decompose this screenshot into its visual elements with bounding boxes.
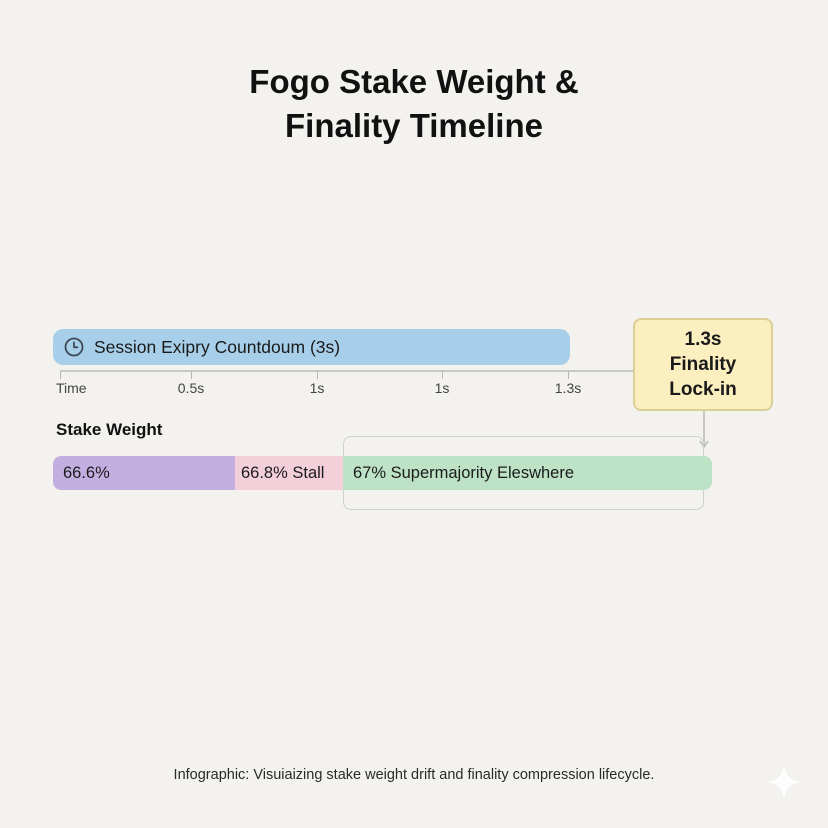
finality-lock-in-callout: 1.3s Finality Lock-in [633, 318, 773, 411]
timeline-tick [568, 371, 569, 379]
stake-segment-supermajority: 67% Supermajority Eleswhere [343, 456, 712, 490]
page-title: Fogo Stake Weight & Finality Timeline [0, 60, 828, 148]
lock-in-word: Lock-in [669, 379, 737, 400]
tick-label: 1s [434, 380, 450, 396]
timeline-tick [191, 371, 192, 379]
finality-word: Finality [669, 354, 737, 375]
timeline-tick [60, 371, 61, 379]
sparkle-icon [766, 764, 802, 800]
tick-label: 0.5s [177, 380, 205, 396]
clock-icon [64, 337, 84, 357]
tick-label-time: Time [56, 380, 87, 396]
session-expiry-bar: Session Exipry Countdoum (3s) [53, 329, 570, 365]
session-expiry-label: Session Exipry Countdoum (3s) [94, 336, 341, 357]
stake-weight-label: Stake Weight [56, 420, 163, 439]
stake-weight-bar: 66.6% 66.8% Stall 67% Supermajority Eles… [53, 456, 712, 490]
finality-time: 1.3s [684, 329, 722, 350]
tick-label: 1s [309, 380, 325, 396]
timeline-tick [442, 371, 443, 379]
tick-label: 1.3s [554, 380, 582, 396]
timeline-tick [317, 371, 318, 379]
stake-segment-stall: 66.8% Stall [235, 456, 343, 490]
caption: Infographic: Visuiaizing stake weight dr… [173, 767, 655, 783]
timeline-axis [60, 370, 690, 372]
title-line-1: Fogo Stake Weight & [249, 63, 579, 100]
title-line-2: Finality Timeline [285, 107, 543, 144]
stake-segment-66-6: 66.6% [53, 456, 235, 490]
